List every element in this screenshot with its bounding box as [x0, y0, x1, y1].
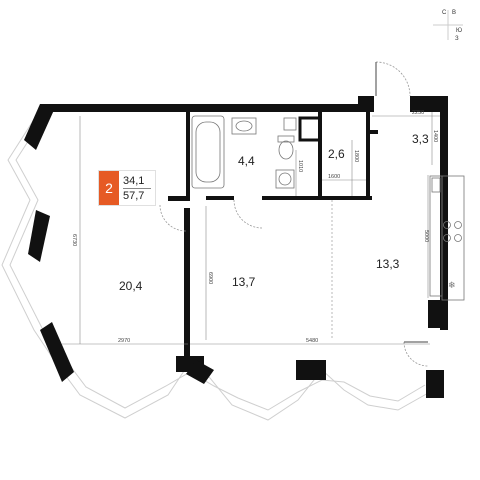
bottom-pier-3	[296, 360, 326, 380]
dim-hall-width: 2250	[412, 110, 424, 116]
compass-north-label: С	[442, 10, 447, 16]
living-area-value: 34,1	[123, 174, 145, 187]
dimension-lines	[62, 112, 440, 345]
dim-left-height: 6730	[71, 234, 77, 246]
room-area-kitchen: 13,3	[376, 257, 400, 271]
dim-kitchen-height: 5000	[423, 230, 429, 242]
hob-burner-2	[454, 221, 462, 229]
room-area-hallway: 3,3	[412, 132, 429, 146]
small-sink	[283, 117, 297, 131]
dim-bedroom-kitchen-width: 5480	[306, 338, 318, 344]
shaft	[298, 116, 322, 142]
compass: С В Ю З	[433, 10, 463, 42]
bottom-pier-2	[186, 360, 214, 384]
washing-machine-drum	[278, 172, 292, 186]
dim-bedroom-height: 6900	[207, 272, 213, 284]
door-entrance	[375, 61, 411, 97]
dim-wardrobe-width: 1600	[328, 174, 340, 180]
compass-west-label: З	[455, 36, 459, 42]
compass-east-label: В	[452, 10, 456, 16]
bottom-left-pier	[40, 322, 74, 382]
compass-south-label: Ю	[456, 28, 462, 34]
fixtures: ❄	[191, 115, 465, 301]
area-separator	[123, 187, 151, 189]
bathtub	[191, 115, 225, 189]
interior-walls	[168, 112, 378, 358]
wall-wardrobe-left	[318, 112, 322, 200]
apartment-areas: 34,1 57,7	[119, 171, 155, 205]
fridge-snowflake-icon: ❄	[448, 281, 456, 291]
dim-wardrobe-height: 1800	[353, 150, 359, 162]
top-wall	[40, 104, 372, 112]
top-wall-pier	[358, 96, 374, 112]
toilet-tank	[277, 135, 295, 143]
room-area-bedroom: 13,7	[232, 275, 256, 289]
right-wall	[440, 96, 448, 330]
wall-wardrobe-right	[366, 112, 370, 200]
rooms-count-badge: 2	[99, 171, 119, 205]
toilet-bowl	[278, 140, 294, 160]
room-area-bathroom: 4,4	[238, 154, 255, 168]
apartment-badge: 2 34,1 57,7	[98, 170, 156, 206]
hall-wall-stub	[366, 130, 378, 134]
bathtub-inner	[195, 121, 221, 183]
bathroom-sink	[231, 117, 257, 135]
bathroom-sink-bowl	[235, 120, 253, 132]
dim-laundry-height: 1010	[297, 160, 303, 172]
exterior-walls	[24, 96, 448, 398]
kitchen-cabinets	[441, 175, 465, 301]
total-area-value: 57,7	[123, 189, 145, 202]
wall-bath-bottom-left	[206, 196, 234, 200]
top-right-wall	[410, 96, 448, 112]
wall-living-bedroom	[184, 208, 190, 358]
dim-living-width: 2970	[118, 338, 130, 344]
hob-burner-1	[443, 221, 451, 229]
kitchen-sink	[431, 177, 441, 193]
door-living	[159, 204, 187, 232]
top-left-pier	[24, 104, 54, 150]
dim-hall-height: 1400	[432, 130, 438, 142]
right-lower-pier	[426, 370, 444, 398]
hob-burner-4	[454, 234, 462, 242]
room-area-wardrobe: 2,6	[328, 147, 345, 161]
hob-burner-3	[443, 234, 451, 242]
door-bathroom	[233, 199, 263, 229]
wall-stub-living	[168, 196, 190, 201]
wall-bath-bottom-right	[262, 196, 372, 200]
left-mid-pier	[28, 210, 50, 262]
doors	[159, 61, 429, 367]
wall-bath-left	[186, 112, 190, 200]
washing-machine	[275, 169, 295, 189]
room-area-living: 20,4	[119, 279, 143, 293]
door-balcony	[403, 341, 429, 367]
right-pier	[428, 300, 448, 328]
